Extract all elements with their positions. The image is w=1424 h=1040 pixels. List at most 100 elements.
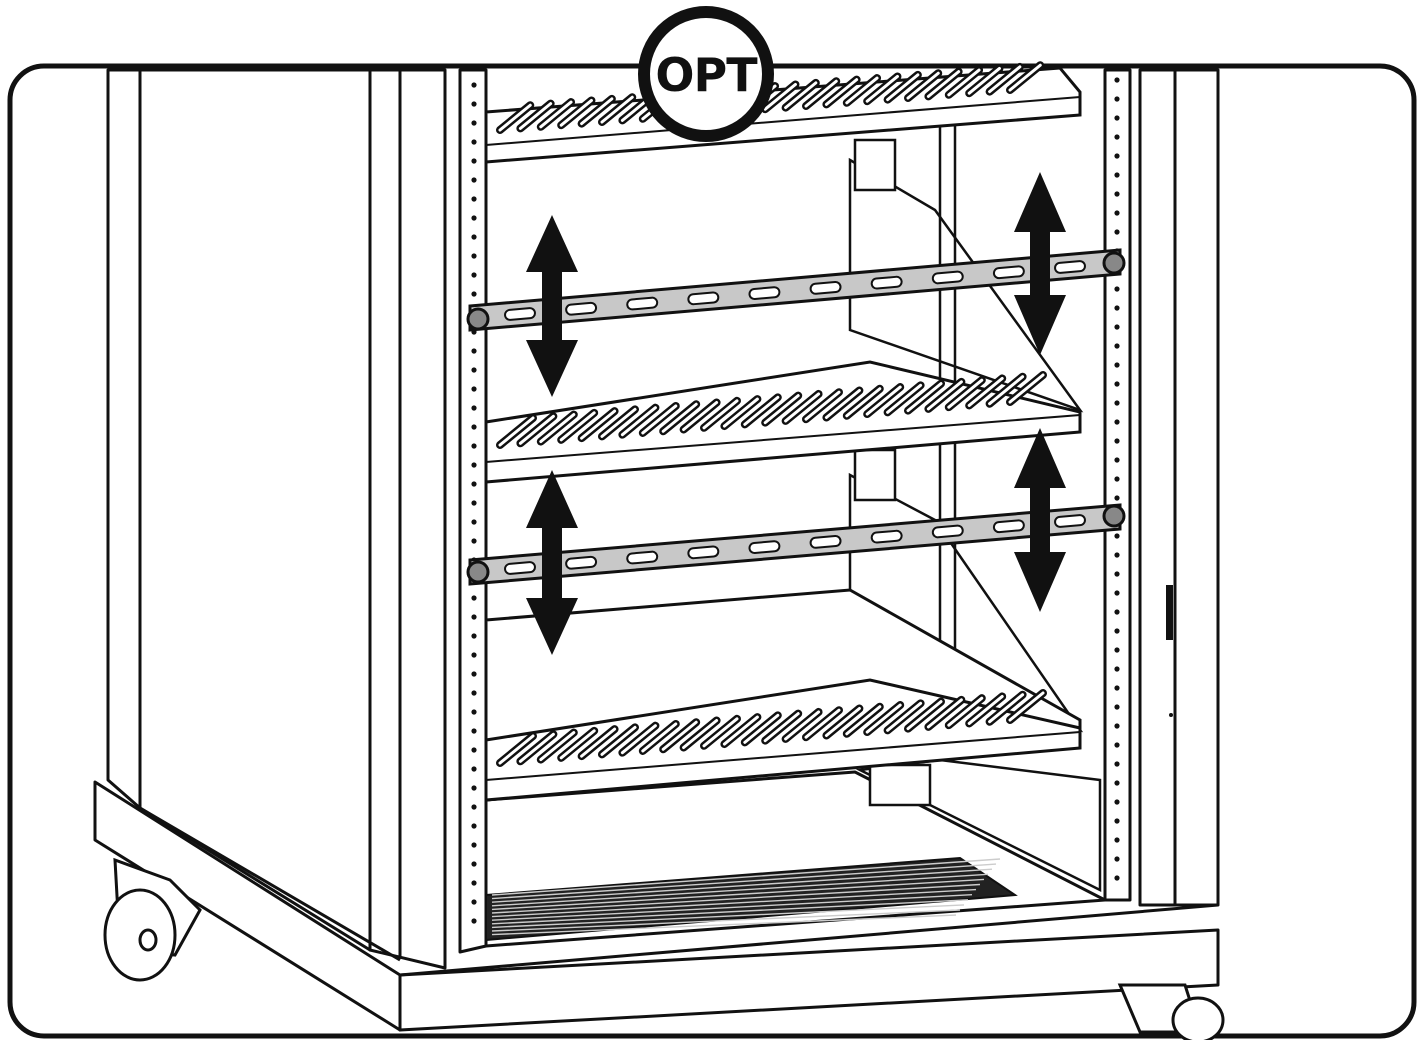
double-arrow-icon bbox=[1014, 428, 1066, 612]
bar-slot bbox=[626, 296, 659, 311]
rail-hole bbox=[471, 899, 477, 905]
rail-hole bbox=[471, 918, 477, 924]
rail-hole bbox=[471, 785, 477, 791]
bar-slot bbox=[809, 535, 842, 549]
rail-hole bbox=[1114, 723, 1120, 729]
rail-hole bbox=[471, 405, 477, 411]
bar-slot bbox=[748, 286, 781, 300]
bar-slot bbox=[504, 307, 536, 321]
rack-rail-right bbox=[1103, 68, 1132, 902]
bar-slot bbox=[870, 529, 903, 544]
rail-hole bbox=[1114, 191, 1120, 197]
rail-hole bbox=[471, 424, 477, 430]
rail-hole bbox=[1114, 362, 1120, 368]
rail-hole bbox=[1114, 628, 1120, 634]
rail-hole bbox=[471, 215, 477, 221]
rail-hole bbox=[471, 671, 477, 677]
rail-hole bbox=[1114, 533, 1120, 539]
rail-hole bbox=[471, 519, 477, 525]
rail-hole bbox=[471, 652, 477, 658]
rail-hole bbox=[471, 538, 477, 544]
rail-hole bbox=[471, 766, 477, 772]
rail-hole bbox=[1114, 476, 1120, 482]
opt-badge: OPT bbox=[638, 6, 774, 142]
rail-hole bbox=[1114, 495, 1120, 501]
bar-slot bbox=[1054, 260, 1086, 274]
bar-slot bbox=[931, 524, 964, 539]
rail-hole bbox=[1114, 837, 1120, 843]
bar-slot bbox=[870, 275, 903, 290]
rail-hole bbox=[1114, 134, 1120, 140]
rail-hole bbox=[1114, 229, 1120, 235]
rail-hole bbox=[1114, 77, 1120, 83]
rail-hole bbox=[1114, 875, 1120, 881]
bar-slot bbox=[687, 545, 720, 560]
shelf-middle-vent-slots bbox=[496, 371, 1047, 449]
rail-hole bbox=[471, 880, 477, 886]
opt-badge-label: OPT bbox=[655, 48, 758, 102]
rail-hole bbox=[1114, 571, 1120, 577]
rail-hole bbox=[471, 690, 477, 696]
rail-hole bbox=[471, 728, 477, 734]
rail-hole bbox=[471, 158, 477, 164]
rail-hole bbox=[1114, 685, 1120, 691]
bar-slot bbox=[1054, 514, 1086, 528]
rail-hole bbox=[471, 367, 477, 373]
cabinet-base-side bbox=[93, 780, 402, 1032]
rail-hole bbox=[1114, 780, 1120, 786]
bar-slot bbox=[504, 561, 536, 575]
rail-hole bbox=[471, 82, 477, 88]
rail-hole bbox=[471, 177, 477, 183]
bar-slot bbox=[809, 281, 842, 295]
rail-hole bbox=[1114, 457, 1120, 463]
double-arrow-icon bbox=[526, 215, 578, 397]
rail-hole bbox=[471, 462, 477, 468]
rail-hole bbox=[1114, 153, 1120, 159]
bar-slot bbox=[992, 265, 1025, 280]
rail-hole bbox=[1114, 324, 1120, 330]
rail-hole bbox=[471, 804, 477, 810]
rail-hole bbox=[1114, 210, 1120, 216]
rail-hole bbox=[471, 348, 477, 354]
rail-hole bbox=[1114, 742, 1120, 748]
bar-slot bbox=[992, 519, 1025, 534]
rail-hole bbox=[471, 386, 477, 392]
rail-hole bbox=[1114, 438, 1120, 444]
bar-slot bbox=[626, 550, 659, 565]
rail-hole bbox=[1114, 305, 1120, 311]
rail-hole bbox=[1114, 381, 1120, 387]
cabinet-front-right-post bbox=[1138, 68, 1220, 907]
rail-hole bbox=[1114, 590, 1120, 596]
rail-hole bbox=[471, 272, 477, 278]
rail-hole bbox=[1114, 761, 1120, 767]
rail-hole bbox=[471, 633, 477, 639]
rail-hole bbox=[471, 709, 477, 715]
shelf-bottom-vent-slots bbox=[496, 689, 1047, 767]
rail-hole bbox=[1114, 647, 1120, 653]
rail-hole bbox=[1114, 96, 1120, 102]
rail-hole bbox=[1114, 552, 1120, 558]
rail-hole bbox=[1114, 799, 1120, 805]
bar-slot bbox=[748, 540, 781, 554]
bar-slot bbox=[687, 291, 720, 306]
rail-hole bbox=[471, 139, 477, 145]
rail-hole bbox=[471, 196, 477, 202]
rail-mounting-holes bbox=[471, 77, 1120, 924]
double-arrow-icon bbox=[1014, 172, 1066, 355]
rail-hole bbox=[471, 500, 477, 506]
rail-hole bbox=[471, 481, 477, 487]
rail-hole bbox=[1114, 704, 1120, 710]
bar-slot bbox=[565, 301, 598, 316]
rail-hole bbox=[1114, 666, 1120, 672]
rail-hole bbox=[1114, 856, 1120, 862]
rail-hole bbox=[471, 861, 477, 867]
rail-hole bbox=[1114, 286, 1120, 292]
rail-hole bbox=[471, 614, 477, 620]
bar-slot bbox=[931, 270, 964, 285]
cabinet-left-side-panel bbox=[106, 68, 372, 952]
rail-hole bbox=[471, 823, 477, 829]
rail-hole bbox=[1114, 419, 1120, 425]
rail-hole bbox=[1114, 400, 1120, 406]
rail-hole bbox=[471, 120, 477, 126]
